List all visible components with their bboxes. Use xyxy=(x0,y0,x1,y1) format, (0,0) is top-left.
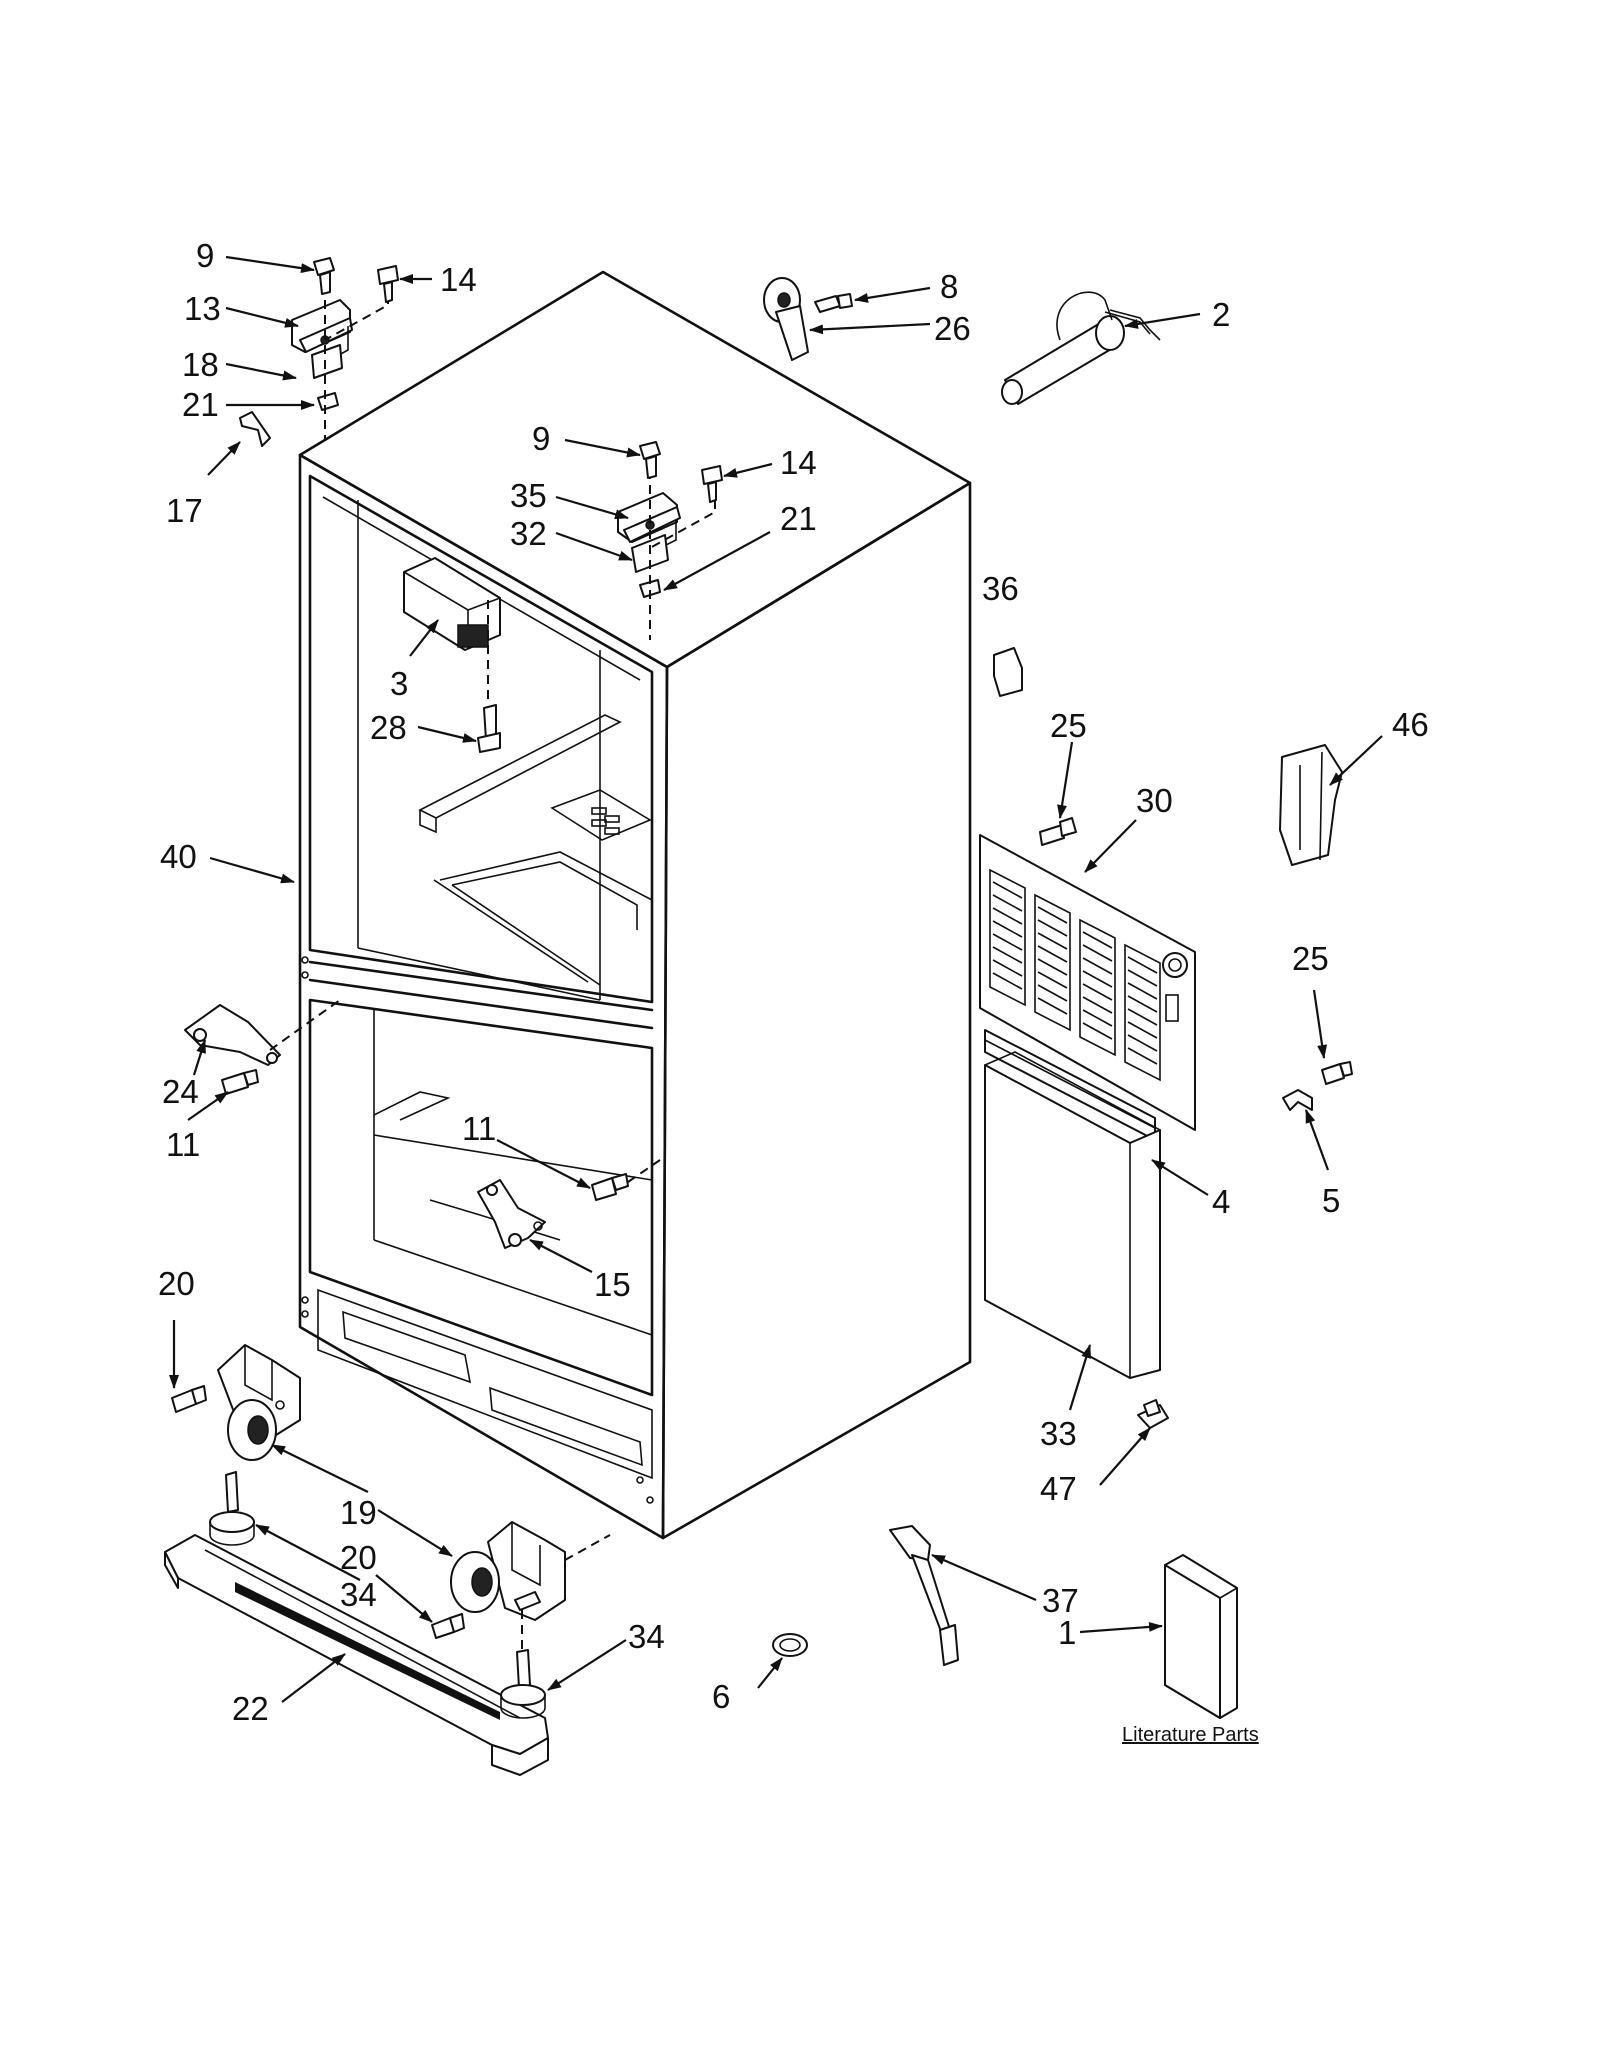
callout-13: 13 xyxy=(184,290,221,327)
callout-35: 35 xyxy=(510,477,547,514)
screw-20-right xyxy=(431,1613,465,1639)
callout-19: 19 xyxy=(340,1494,377,1531)
callout-1: 1 xyxy=(1058,1614,1076,1651)
roller-19-left xyxy=(217,1344,301,1461)
hinge-bracket-24 xyxy=(184,999,341,1066)
callout-26: 26 xyxy=(934,310,971,347)
callout-18: 18 xyxy=(182,346,219,383)
callout-21-top-left: 21 xyxy=(182,386,219,423)
callout-47: 47 xyxy=(1040,1470,1077,1507)
callout-37: 37 xyxy=(1042,1582,1079,1619)
callout-9-center: 9 xyxy=(532,420,550,457)
callout-40: 40 xyxy=(160,838,197,875)
screw-25-upper xyxy=(1039,817,1077,846)
leveler-34-left xyxy=(209,1471,255,1546)
callout-labels: 9 14 13 18 21 17 8 26 2 9 14 35 32 21 3 … xyxy=(158,237,1429,1746)
access-panel-30 xyxy=(979,834,1196,1131)
base-grille-22 xyxy=(164,1534,549,1776)
literature-parts-label: Literature Parts xyxy=(1122,1724,1259,1746)
refrigerator-cabinet xyxy=(298,270,972,1540)
callout-30: 30 xyxy=(1136,782,1173,819)
callout-9-top-left: 9 xyxy=(196,237,214,274)
leveler-34-right xyxy=(500,1610,546,1719)
callout-20-left: 20 xyxy=(158,1265,195,1302)
callout-6: 6 xyxy=(712,1678,730,1715)
upper-hinge-center xyxy=(617,470,716,640)
callout-3: 3 xyxy=(390,665,408,702)
water-tube-2 xyxy=(1001,291,1161,405)
callout-46: 46 xyxy=(1392,706,1429,743)
screw-20-left xyxy=(171,1385,207,1413)
trim-46 xyxy=(1279,744,1343,866)
callout-28: 28 xyxy=(370,709,407,746)
callout-17: 17 xyxy=(166,492,203,529)
callout-24: 24 xyxy=(162,1073,199,1110)
roller-19-right xyxy=(450,1521,611,1621)
callout-36: 36 xyxy=(982,570,1019,607)
callout-11-center: 11 xyxy=(462,1110,496,1147)
upper-hinge-left xyxy=(291,295,389,440)
ring-6 xyxy=(772,1633,808,1657)
light-housing-3 xyxy=(403,557,501,700)
callout-33: 33 xyxy=(1040,1415,1077,1452)
screw-11-center xyxy=(591,1159,661,1201)
panel-33 xyxy=(984,1051,1161,1379)
wire-cover-17 xyxy=(239,411,271,447)
callout-14-top-left: 14 xyxy=(440,261,477,298)
callout-11-left: 11 xyxy=(166,1126,200,1163)
callout-21-center: 21 xyxy=(780,500,817,537)
callout-34-left: 34 xyxy=(340,1576,377,1613)
clip-47 xyxy=(1137,1399,1169,1429)
callout-15: 15 xyxy=(594,1266,631,1303)
clip-36 xyxy=(993,647,1023,697)
screw-9-center xyxy=(639,441,661,479)
callout-5: 5 xyxy=(1322,1182,1340,1219)
callout-20-right: 20 xyxy=(340,1539,377,1576)
callout-arrows xyxy=(169,255,1383,1703)
callout-4: 4 xyxy=(1212,1183,1230,1220)
screw-9-left xyxy=(313,257,335,295)
callout-34-right: 34 xyxy=(628,1618,665,1655)
screw-8 xyxy=(814,293,853,313)
callout-25-upper: 25 xyxy=(1050,707,1087,744)
callout-25-lower: 25 xyxy=(1292,940,1329,977)
hinge-15 xyxy=(477,1179,546,1249)
screw-14-left xyxy=(377,265,399,303)
callout-14-center: 14 xyxy=(780,444,817,481)
screw-11-left xyxy=(221,1069,259,1095)
clamp-5 xyxy=(1282,1089,1313,1111)
part-37 xyxy=(889,1525,959,1666)
screw-14-center xyxy=(701,465,723,503)
callout-2: 2 xyxy=(1212,296,1230,333)
callout-32: 32 xyxy=(510,515,547,552)
screw-28 xyxy=(477,704,501,753)
callout-8: 8 xyxy=(940,268,958,305)
callout-22: 22 xyxy=(232,1690,269,1727)
grommet-26 xyxy=(763,277,809,361)
screw-25-lower xyxy=(1321,1061,1353,1085)
literature-book-1 xyxy=(1164,1554,1238,1719)
